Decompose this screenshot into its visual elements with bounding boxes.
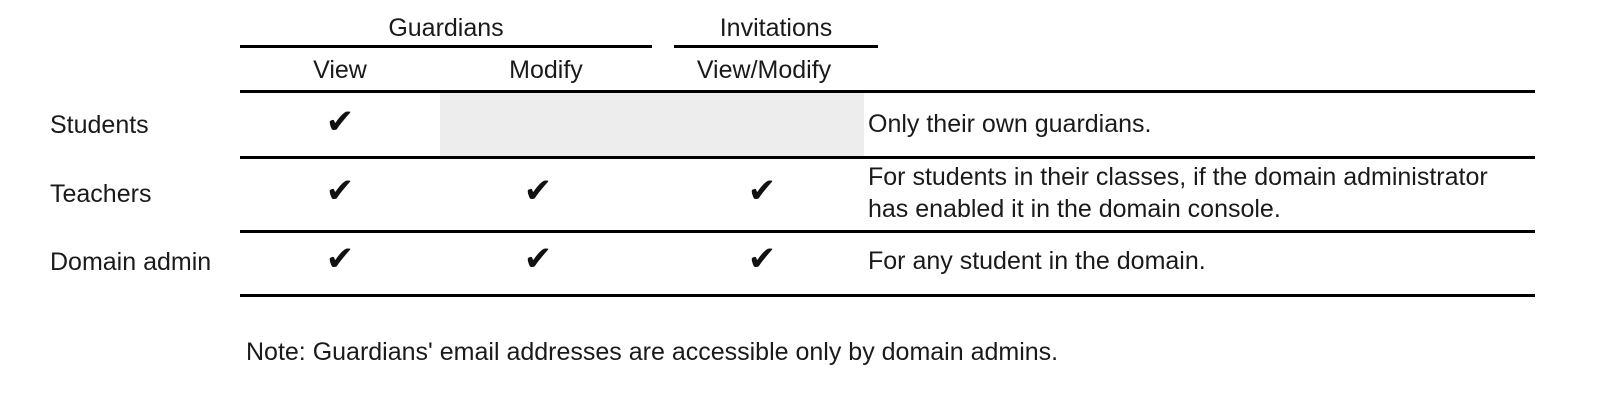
- column-header-view: View: [313, 56, 367, 84]
- row-label-students: Students: [50, 111, 149, 139]
- check-icon-domain-admin-invitations: ✔: [747, 239, 777, 279]
- row-description-teachers: For students in their classes, if the do…: [868, 163, 1488, 223]
- table-footnote: Note: Guardians' email addresses are acc…: [246, 338, 1059, 366]
- check-icon-teachers-invitations: ✔: [747, 171, 777, 211]
- table-header-rule: [240, 90, 1535, 93]
- table-bottom-rule: [240, 294, 1535, 297]
- row-label-domain-admin: Domain admin: [50, 248, 212, 276]
- group-header-invitations: Invitations: [719, 14, 833, 42]
- column-header-view-modify: View/Modify: [696, 56, 832, 84]
- row-description-domain-admin: For any student in the domain.: [868, 247, 1206, 275]
- check-icon-students-view: ✔: [325, 102, 355, 142]
- check-icon-domain-admin-modify: ✔: [523, 239, 553, 279]
- row-separator-teachers: [240, 230, 1535, 233]
- group-header-guardians: Guardians: [388, 14, 504, 42]
- column-header-modify: Modify: [509, 56, 583, 84]
- check-icon-teachers-modify: ✔: [523, 171, 553, 211]
- row-label-teachers: Teachers: [50, 180, 152, 208]
- check-icon-teachers-view: ✔: [325, 171, 355, 211]
- row-separator-students: [240, 156, 1535, 159]
- row-description-students: Only their own guardians.: [868, 110, 1152, 138]
- group-header-guardians-underline: [240, 45, 652, 48]
- shaded-cell-students-modify: [440, 93, 864, 156]
- group-header-invitations-underline: [674, 45, 878, 48]
- check-icon-domain-admin-view: ✔: [325, 239, 355, 279]
